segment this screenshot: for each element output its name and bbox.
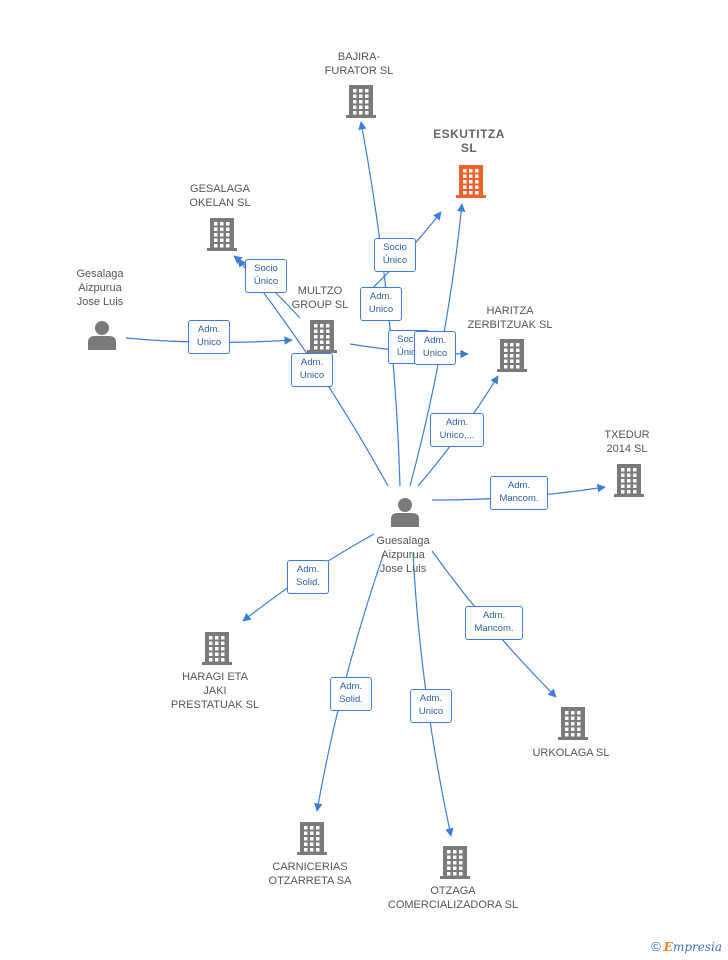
brand-logo: Empresia — [663, 940, 722, 954]
node-label-urkolaga[interactable]: URKOLAGA SL — [532, 747, 610, 759]
node-label-eskutitza[interactable]: ESKUTITZA SL — [433, 127, 505, 155]
node-label-gesalaga_person[interactable]: Gesalaga Aizpurua Jose Luis — [76, 268, 124, 308]
edge-label-multzo-to-gesalaga_okelan[interactable]: Socio Único — [245, 259, 287, 293]
building-icon[interactable] — [307, 320, 337, 353]
node-label-bajira[interactable]: BAJIRA- FURATOR SL — [324, 51, 394, 77]
edge-label-guesalaga_person-to-carnicerias[interactable]: Adm. Solid. — [330, 677, 372, 711]
edge-label-guesalaga_person-to-haragi[interactable]: Adm. Solid. — [287, 560, 329, 594]
node-label-haritza[interactable]: HARITZA ZERBITZUAK SL — [467, 305, 553, 331]
person-icon[interactable] — [88, 321, 116, 350]
edge-label-guesalaga_person-to-eskutitza[interactable]: Adm. Unico — [414, 331, 456, 365]
building-icon[interactable] — [614, 464, 644, 497]
empresia-watermark[interactable]: ©Empresia — [651, 939, 722, 954]
edge-label-gesalaga_person-to-multzo[interactable]: Adm. Unico — [188, 320, 230, 354]
building-icon[interactable] — [440, 846, 470, 879]
node-label-guesalaga_person[interactable]: Guesalaga Aizpurua Jose Luis — [376, 535, 430, 575]
node-layer — [88, 85, 644, 879]
edge-label-guesalaga_person-to-otzaga[interactable]: Adm. Unico — [410, 689, 452, 723]
node-label-gesalaga_okelan[interactable]: GESALAGA OKELAN SL — [189, 183, 251, 209]
building-icon[interactable] — [346, 85, 376, 118]
node-label-txedur[interactable]: TXEDUR 2014 SL — [604, 429, 650, 455]
node-label-otzaga[interactable]: OTZAGA COMERCIALIZADORA SL — [387, 885, 519, 911]
building-icon[interactable] — [497, 339, 527, 372]
edge-label-guesalaga_person-to-haritza[interactable]: Adm. Unico,... — [430, 413, 484, 447]
building-icon[interactable] — [207, 218, 237, 251]
edge-label-guesalaga_person-to-urkolaga[interactable]: Adm. Mancom. — [465, 606, 523, 640]
building-icon[interactable] — [202, 632, 232, 665]
building-icon[interactable] — [297, 822, 327, 855]
node-label-haragi[interactable]: HARAGI ETA JAKI PRESTATUAK SL — [170, 671, 260, 711]
edge-label-multzo-to-eskutitza[interactable]: Socio Único — [374, 238, 416, 272]
edge-label-guesalaga_person-to-txedur[interactable]: Adm. Mancom. — [490, 476, 548, 510]
edge-label-guesalaga_person-to-bajira[interactable]: Adm. Unico — [360, 287, 402, 321]
focus-building-icon[interactable] — [456, 165, 486, 198]
node-label-multzo[interactable]: MULTZO GROUP SL — [291, 285, 349, 311]
copyright-icon: © — [651, 939, 661, 954]
edge-label-guesalaga_person-to-gesalaga_okelan[interactable]: Adm. Unico — [291, 353, 333, 387]
person-icon[interactable] — [391, 498, 419, 527]
node-label-carnicerias[interactable]: CARNICERIAS OTZARRETA SA — [268, 861, 352, 887]
building-icon[interactable] — [558, 707, 588, 740]
